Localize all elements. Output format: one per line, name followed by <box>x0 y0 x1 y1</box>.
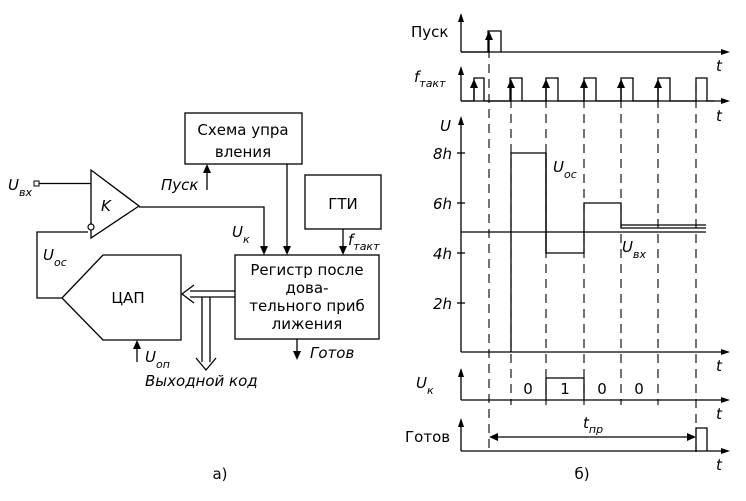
sar-register-label-line3: тельного приб <box>249 297 365 315</box>
ready-pulse <box>695 427 708 451</box>
clock-pulses <box>461 77 714 102</box>
pulse-generator-label: ГТИ <box>328 195 358 213</box>
u-in-label-b: Uвх <box>622 238 646 261</box>
u-haxis-arrow-icon <box>721 349 730 355</box>
t-axis-u: t <box>716 357 723 375</box>
control-scheme-label-line1: Схема упра <box>197 121 288 139</box>
start-pulse <box>461 30 502 53</box>
start-label-a: Пуск <box>161 176 198 194</box>
feedback-wire <box>36 231 88 299</box>
uk-pulse <box>545 377 585 400</box>
t-axis-clk: t <box>716 107 723 125</box>
dac-block <box>61 254 182 341</box>
uk-vaxis-arrow-icon <box>458 368 464 377</box>
y-tick-label-4h: 4h <box>433 245 452 263</box>
bus-arrow-icon <box>180 284 195 304</box>
comparator-symbol <box>90 168 141 240</box>
start-haxis-arrow-icon <box>721 49 730 55</box>
u-in-label: Uвх <box>8 176 32 199</box>
control-scheme-label-line2: вления <box>215 143 271 161</box>
caption-a: а) <box>212 465 227 483</box>
clk-edge-arrow-icon <box>507 79 515 88</box>
clk-edge-arrow-icon <box>654 79 662 88</box>
u-axis-label: U <box>440 117 451 135</box>
control-arrow-icon <box>283 246 291 255</box>
control-scheme-block <box>184 112 303 165</box>
u-vaxis-arrow-icon <box>458 116 464 125</box>
u-fb-label: Uос <box>43 246 67 269</box>
f-clk-label-b: fтакт <box>414 68 446 90</box>
start-vaxis-arrow-icon <box>458 13 464 22</box>
t-pr-right-arrow-icon <box>687 433 696 441</box>
u-k-label: Uк <box>232 223 250 246</box>
sar-register-label-line1: Регистр после <box>250 261 363 279</box>
t-pr-label: tпр <box>583 414 603 436</box>
clk-edge-arrow-icon <box>617 79 625 88</box>
ready-label-a: Готов <box>310 344 354 362</box>
output-bus-arrow-icon <box>195 357 217 372</box>
uref-arrow-icon <box>133 340 141 349</box>
u-fb-waveform <box>510 152 706 352</box>
dac-label: ЦАП <box>111 289 144 307</box>
sar-register-label-line2: дова- <box>286 279 329 297</box>
y-tick-label-2h: 2h <box>433 295 452 313</box>
clock-arrow-icon <box>339 246 347 255</box>
u-fb-label-b: Uос <box>553 158 577 181</box>
input-terminal <box>33 180 40 187</box>
uk-arrow-icon <box>260 246 268 255</box>
bit-3: 0 <box>597 380 607 398</box>
bit-2: 1 <box>560 380 570 398</box>
start-label-b: Пуск <box>411 23 448 41</box>
uk-label-b: Uк <box>416 374 434 397</box>
t-axis-ready: t <box>716 456 723 474</box>
uk-haxis-arrow-icon <box>721 397 730 403</box>
start-arrow-icon <box>203 164 211 173</box>
caption-b: б) <box>574 465 589 483</box>
inverting-input-circle <box>87 223 95 231</box>
comparator-label: K <box>101 197 112 215</box>
comparator-output-wire <box>139 206 265 249</box>
y-tick-label-8h: 8h <box>433 145 452 163</box>
ready-vaxis-arrow-icon <box>458 418 464 427</box>
ready-label-b: Готов <box>405 428 450 446</box>
ready-arrow-icon <box>293 351 301 360</box>
t-pr-left-arrow-icon <box>489 433 498 441</box>
clk-edge-arrow-icon <box>542 79 550 88</box>
t-axis-uk: t <box>716 405 723 423</box>
start-edge-arrow-icon <box>485 31 493 40</box>
output-code-label: Выходной код <box>145 372 258 390</box>
block-diagram: Схема упра вления ГТИ Регистр после дова… <box>8 112 382 483</box>
timing-diagram: Пуск t fтакт t U t 8h 6h 4h 2 <box>405 13 730 483</box>
ready-haxis-arrow-icon <box>721 448 730 454</box>
t-axis-start: t <box>716 57 723 75</box>
clk-edge-arrow-icon <box>470 79 478 88</box>
y-tick-label-6h: 6h <box>433 195 452 213</box>
clk-vaxis-arrow-icon <box>458 66 464 75</box>
clk-edge-arrow-icon <box>580 79 588 88</box>
bit-1: 0 <box>523 380 533 398</box>
f-clk-label-a: fтакт <box>348 231 380 253</box>
u-ref-label: Uоп <box>145 348 170 371</box>
clk-haxis-arrow-icon <box>721 98 730 104</box>
bit-4: 0 <box>634 380 644 398</box>
sar-register-label-line4: лижения <box>272 315 343 333</box>
clock-edge-arrows <box>470 79 662 101</box>
